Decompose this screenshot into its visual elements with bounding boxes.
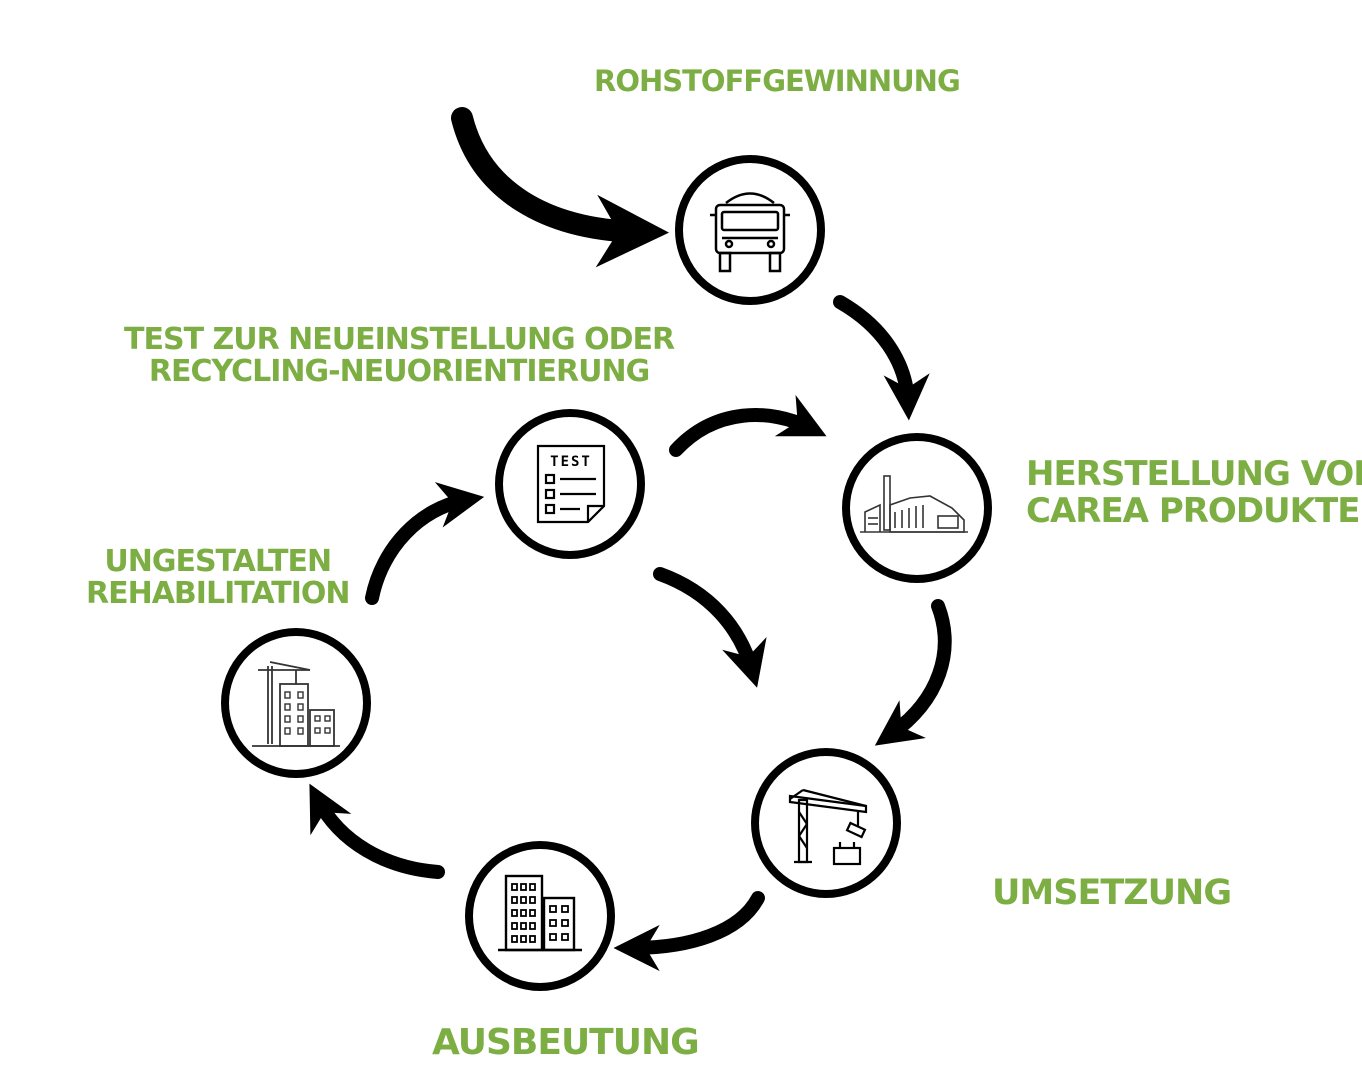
factory-icon — [860, 475, 968, 533]
crane-building-icon — [252, 661, 340, 747]
arrow-rohstoff-herstellung — [833, 295, 930, 421]
label-line: CAREA PRODUKTEN — [1026, 490, 1362, 531]
node-herstellung — [842, 433, 992, 583]
label-herstellung: HERSTELLUNG VON CAREA PRODUKTEN — [1026, 456, 1362, 529]
label-rohstoffgewinnung: ROHSTOFFGEWINNUNG — [594, 64, 961, 98]
arrow-test-center — [653, 567, 767, 688]
arrow-test-herstellung — [669, 394, 827, 457]
label-umsetzung: UMSETZUNG — [992, 873, 1232, 913]
label-test: TEST ZUR NEUEINSTELLUNG ODER RECYCLING-N… — [124, 322, 675, 390]
node-rohstoff — [675, 155, 825, 305]
label-line: HERSTELLUNG VON — [1026, 454, 1362, 494]
label-line: UNGESTALTEN — [104, 544, 332, 579]
node-ausbeutung — [465, 841, 615, 991]
label-line: RECYCLING-NEUORIENTIERUNG — [148, 354, 650, 390]
node-umsetzung — [751, 748, 901, 898]
label-line: REHABILITATION — [86, 576, 350, 612]
node-ungestalten — [221, 628, 371, 778]
label-line: TEST ZUR NEUEINSTELLUNG ODER — [124, 322, 675, 357]
node-test: TEST — [495, 409, 645, 559]
construction-crane-icon — [788, 788, 868, 866]
label-line: UMSETZUNG — [992, 873, 1232, 913]
buildings-icon — [498, 874, 582, 952]
test-document-icon: TEST — [536, 444, 606, 524]
arrow-entry — [451, 107, 670, 268]
truck-icon — [710, 192, 790, 273]
label-ungestalten: UNGESTALTEN REHABILITATION — [86, 544, 350, 612]
flow-arrows — [309, 107, 952, 972]
arrow-herstellung-umsetzung — [874, 599, 952, 746]
test-icon-text: TEST — [550, 454, 592, 470]
label-ausbeutung: AUSBEUTUNG — [432, 1022, 700, 1063]
label-line: ROHSTOFFGEWINNUNG — [594, 64, 961, 98]
arrow-umsetzung-ausbeutung — [613, 891, 765, 972]
arrow-ungestalten-test — [365, 482, 485, 605]
label-line: AUSBEUTUNG — [432, 1022, 700, 1063]
arrow-ausbeutung-ungestalten — [309, 783, 445, 879]
